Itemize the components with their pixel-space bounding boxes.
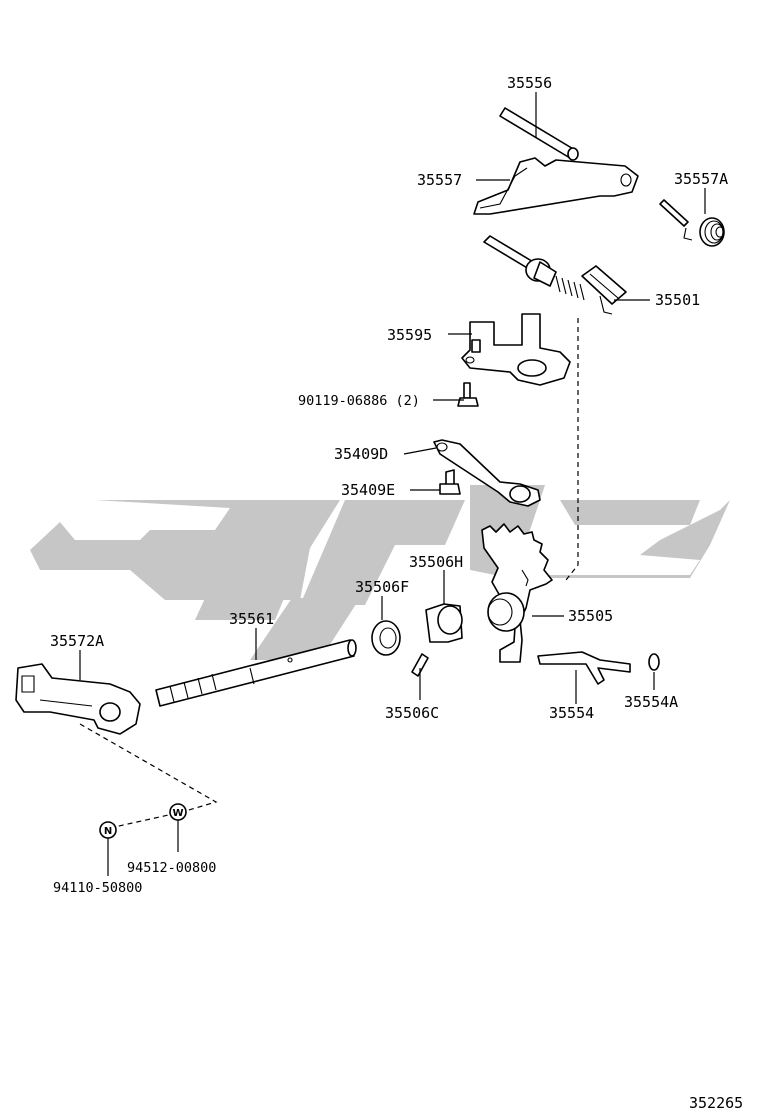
part-35572A-lever	[15, 663, 141, 735]
label-35506F: 35506F	[355, 578, 409, 596]
label-35505: 35505	[568, 607, 613, 625]
part-35409E-screw	[439, 469, 461, 495]
label-35409E: 35409E	[341, 481, 395, 499]
part-35554-rod	[537, 651, 631, 685]
diagram-id: 352265	[689, 1094, 743, 1112]
label-94512: 94512-00800	[127, 860, 216, 876]
part-35505-sector-gear	[481, 523, 553, 663]
label-35557A: 35557A	[674, 170, 728, 188]
part-35561-shaft	[155, 639, 357, 707]
watermark-logo	[30, 485, 730, 660]
nut-marker-letter: N	[104, 826, 112, 837]
label-35501: 35501	[655, 291, 700, 309]
label-35554A: 35554A	[624, 693, 678, 711]
part-35556-pin	[499, 107, 579, 161]
part-35501-detent-rod	[483, 235, 627, 315]
part-90119-bolt	[457, 382, 479, 407]
part-35506C-key	[411, 653, 429, 677]
part-35595-bracket	[461, 313, 571, 386]
part-35506F-seal	[371, 620, 401, 656]
washer-marker: W	[169, 803, 187, 821]
part-35554A-clip	[648, 653, 660, 671]
part-35557A-spring	[659, 199, 725, 247]
ref-dashed-line-35501	[565, 318, 579, 581]
label-35561: 35561	[229, 610, 274, 628]
label-35572A: 35572A	[50, 632, 104, 650]
part-35557-lever	[473, 157, 639, 215]
label-35595: 35595	[387, 326, 432, 344]
washer-marker-letter: W	[172, 808, 183, 819]
leader-lines	[79, 92, 706, 876]
label-35506C: 35506C	[385, 704, 439, 722]
label-94110: 94110-50800	[53, 880, 142, 896]
label-35556: 35556	[507, 74, 552, 92]
label-35557: 35557	[417, 171, 462, 189]
label-35506H: 35506H	[409, 553, 463, 571]
label-35409D: 35409D	[334, 445, 388, 463]
part-35409D-link	[433, 439, 541, 507]
part-35506H-collar	[425, 603, 463, 643]
ref-dashed-line-lever-nut	[79, 723, 218, 829]
label-90119: 90119-06886 (2)	[298, 393, 420, 409]
nut-marker: N	[99, 821, 117, 839]
label-35554: 35554	[549, 704, 594, 722]
